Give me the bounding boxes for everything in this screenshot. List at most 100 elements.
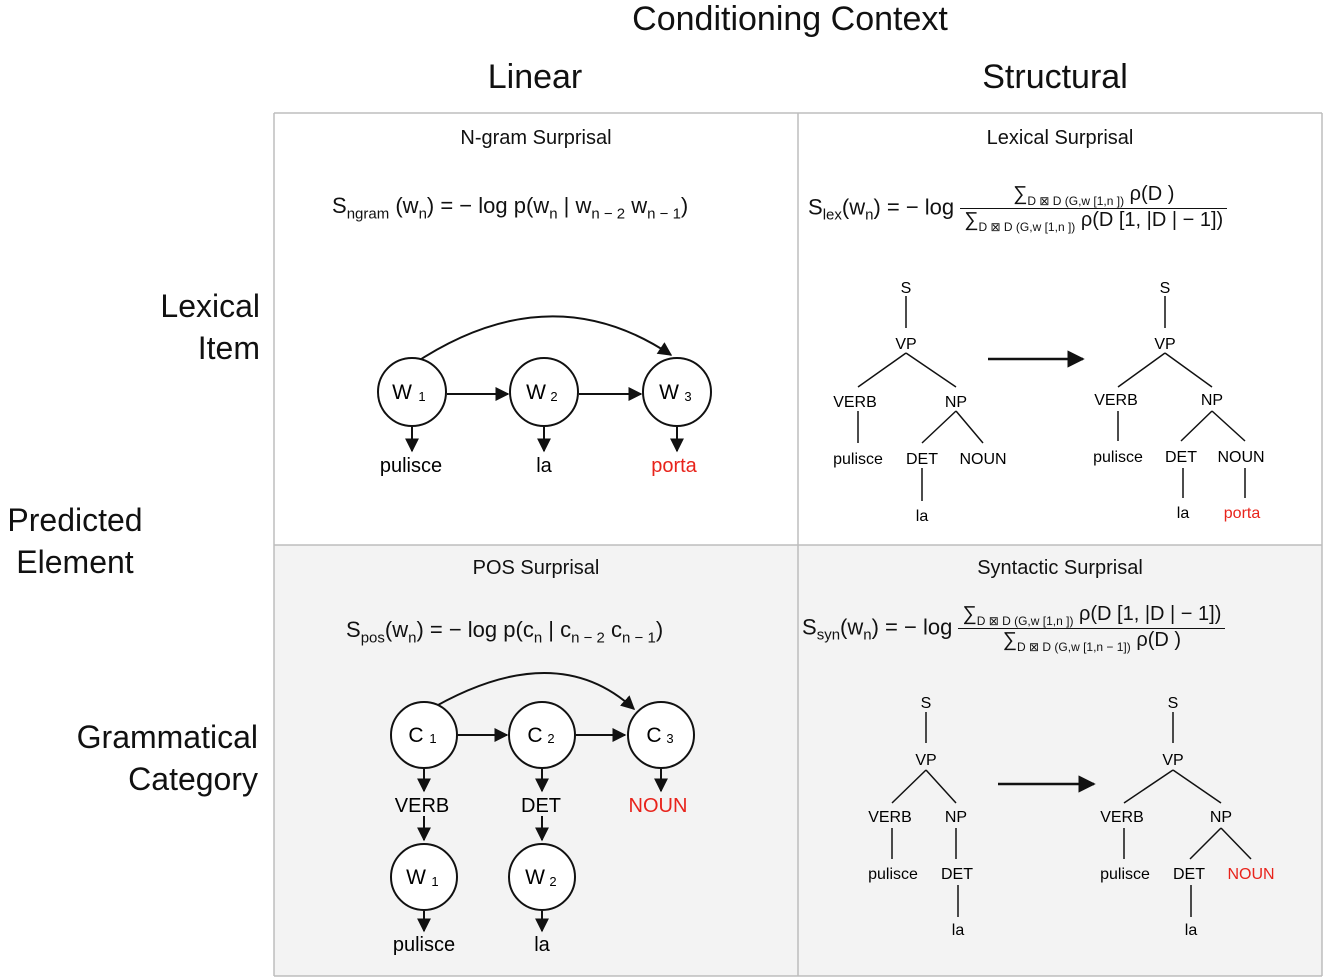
node-w2	[508, 843, 576, 911]
f-sym: ) = − log	[871, 614, 953, 640]
node-w1-label: W	[406, 866, 426, 889]
t2-NP: NP	[1210, 809, 1232, 826]
edge	[1220, 827, 1252, 860]
edge	[1117, 352, 1166, 388]
edge	[1172, 769, 1222, 804]
node-c1-label: C	[408, 724, 423, 747]
f-sub: n − 2	[591, 205, 626, 223]
f-sym: ρ(D [1, |D | − 1])	[1075, 209, 1224, 231]
f-sub: D ⊠ D (G,w [1,n − 1])	[1017, 640, 1131, 654]
node-w2-label: W	[526, 381, 546, 404]
node-w3-label: W	[659, 381, 679, 404]
t1-VERB: VERB	[833, 394, 877, 411]
edge	[857, 352, 907, 388]
node-c1	[390, 701, 458, 769]
t1-DET: DET	[906, 451, 938, 468]
cat-det: DET	[521, 795, 561, 817]
node-sub: 1	[429, 731, 436, 746]
label: W	[659, 381, 679, 404]
f-sym: ∑	[1013, 183, 1028, 205]
pos-cell: POS Surprisal Spos(wn) = − log p(cn | cn…	[274, 545, 798, 976]
t1-la: la	[916, 508, 929, 525]
f-sym: ∑	[1002, 629, 1018, 651]
edge	[891, 769, 927, 804]
t1-NP: NP	[945, 394, 967, 411]
pos-formula: Spos(wn) = − log p(cn | cn − 2 cn − 1)	[346, 617, 663, 646]
node-c2-label: C	[527, 724, 542, 747]
ngram-formula: Sngram (wn) = − log p(wn | wn − 2 wn − 1…	[332, 193, 688, 222]
node-sub: 3	[684, 389, 691, 404]
node-sub: 1	[431, 874, 438, 889]
t2-DET: DET	[1173, 866, 1205, 883]
t1-VP: VP	[895, 336, 916, 353]
node-w3	[642, 357, 712, 427]
t2-VP: VP	[1154, 336, 1175, 353]
t2-NOUN: NOUN	[1227, 866, 1274, 883]
f-sub: n	[865, 206, 874, 224]
row-label-line: Element	[16, 544, 134, 580]
f-sub: pos	[360, 629, 385, 647]
f-sym: S	[808, 194, 823, 220]
syntactic-cell: Syntactic Surprisal Ssyn(wn) = − log ∑D …	[798, 545, 1322, 976]
t1-VP: VP	[915, 752, 936, 769]
f-sym: | w	[557, 193, 592, 218]
syntactic-trees: S VP VERB NP pulisce DET la S VP VERB NP…	[868, 695, 1274, 939]
lexical-cell: Lexical Surprisal Slex(wn) = − log ∑D ⊠ …	[798, 113, 1322, 545]
t1-DET: DET	[941, 866, 973, 883]
f-sub: n − 1	[622, 629, 656, 647]
label: W	[526, 381, 546, 404]
edge	[921, 410, 957, 444]
node-c3-label: C	[646, 724, 661, 747]
f-sub: D ⊠ D (G,w [1,n ])	[1027, 194, 1125, 208]
f-sub: n − 1	[647, 205, 681, 223]
row-label-line: Category	[128, 761, 258, 797]
t1-pulisce: pulisce	[833, 451, 883, 468]
node-c3	[627, 701, 695, 769]
node-sub: 3	[666, 731, 673, 746]
t1-NP: NP	[945, 809, 967, 826]
node-c2	[508, 701, 576, 769]
word-la: la	[534, 934, 550, 956]
pos-graph: C C C W W 1 2 3 1 2 VERB DET NOUN pulisc…	[390, 672, 695, 956]
node-w1	[377, 357, 447, 427]
edge	[1164, 352, 1213, 388]
t2-la: la	[1177, 505, 1190, 522]
t2-porta: porta	[1224, 505, 1261, 522]
syntactic-title: Syntactic Surprisal	[977, 557, 1143, 579]
edge	[1180, 410, 1213, 442]
row-label-line: Grammatical	[76, 719, 258, 755]
linear-column-header: Linear	[487, 58, 583, 96]
f-sym: (w	[841, 194, 866, 220]
word-la: la	[536, 455, 552, 477]
word-porta: porta	[651, 455, 697, 477]
f-sym: c	[604, 617, 623, 642]
t2-VERB: VERB	[1094, 392, 1138, 409]
lexical-formula: Slex(wn) = − log ∑D ⊠ D (G,w [1,n ]) ρ(D…	[808, 183, 1228, 234]
f-sym: ∑	[962, 603, 977, 625]
f-sym: ρ(D )	[1130, 629, 1182, 651]
f-sub: n	[418, 205, 427, 223]
lexical-fraction: ∑D ⊠ D (G,w [1,n ]) ρ(D ) ∑D ⊠ D (G,w [1…	[960, 183, 1228, 234]
node-w2-label: W	[525, 866, 545, 889]
f-sym: ρ(D [1, |D | − 1])	[1073, 603, 1222, 625]
f-sub: n − 2	[571, 629, 605, 647]
skip-arc	[423, 672, 636, 714]
f-sym: ∑	[964, 209, 979, 231]
f-sub: D ⊠ D (G,w [1,n ])	[978, 220, 1076, 234]
t1-S: S	[901, 280, 912, 297]
t2-S: S	[1168, 695, 1179, 712]
f-sub: D ⊠ D (G,w [1,n ])	[976, 614, 1074, 628]
edge	[1189, 827, 1222, 860]
f-sym: w	[625, 193, 648, 218]
f-sym: )	[680, 193, 689, 218]
t1-S: S	[921, 695, 932, 712]
t2-pulisce: pulisce	[1100, 866, 1150, 883]
f-sym: | c	[542, 617, 572, 642]
pos-title: POS Surprisal	[472, 557, 600, 579]
node-sub: 2	[550, 389, 557, 404]
f-sym: (w	[840, 614, 864, 640]
node-sub: 2	[547, 731, 554, 746]
node-sub: 2	[549, 874, 556, 889]
f-sym: ) = − log p(w	[426, 193, 550, 218]
